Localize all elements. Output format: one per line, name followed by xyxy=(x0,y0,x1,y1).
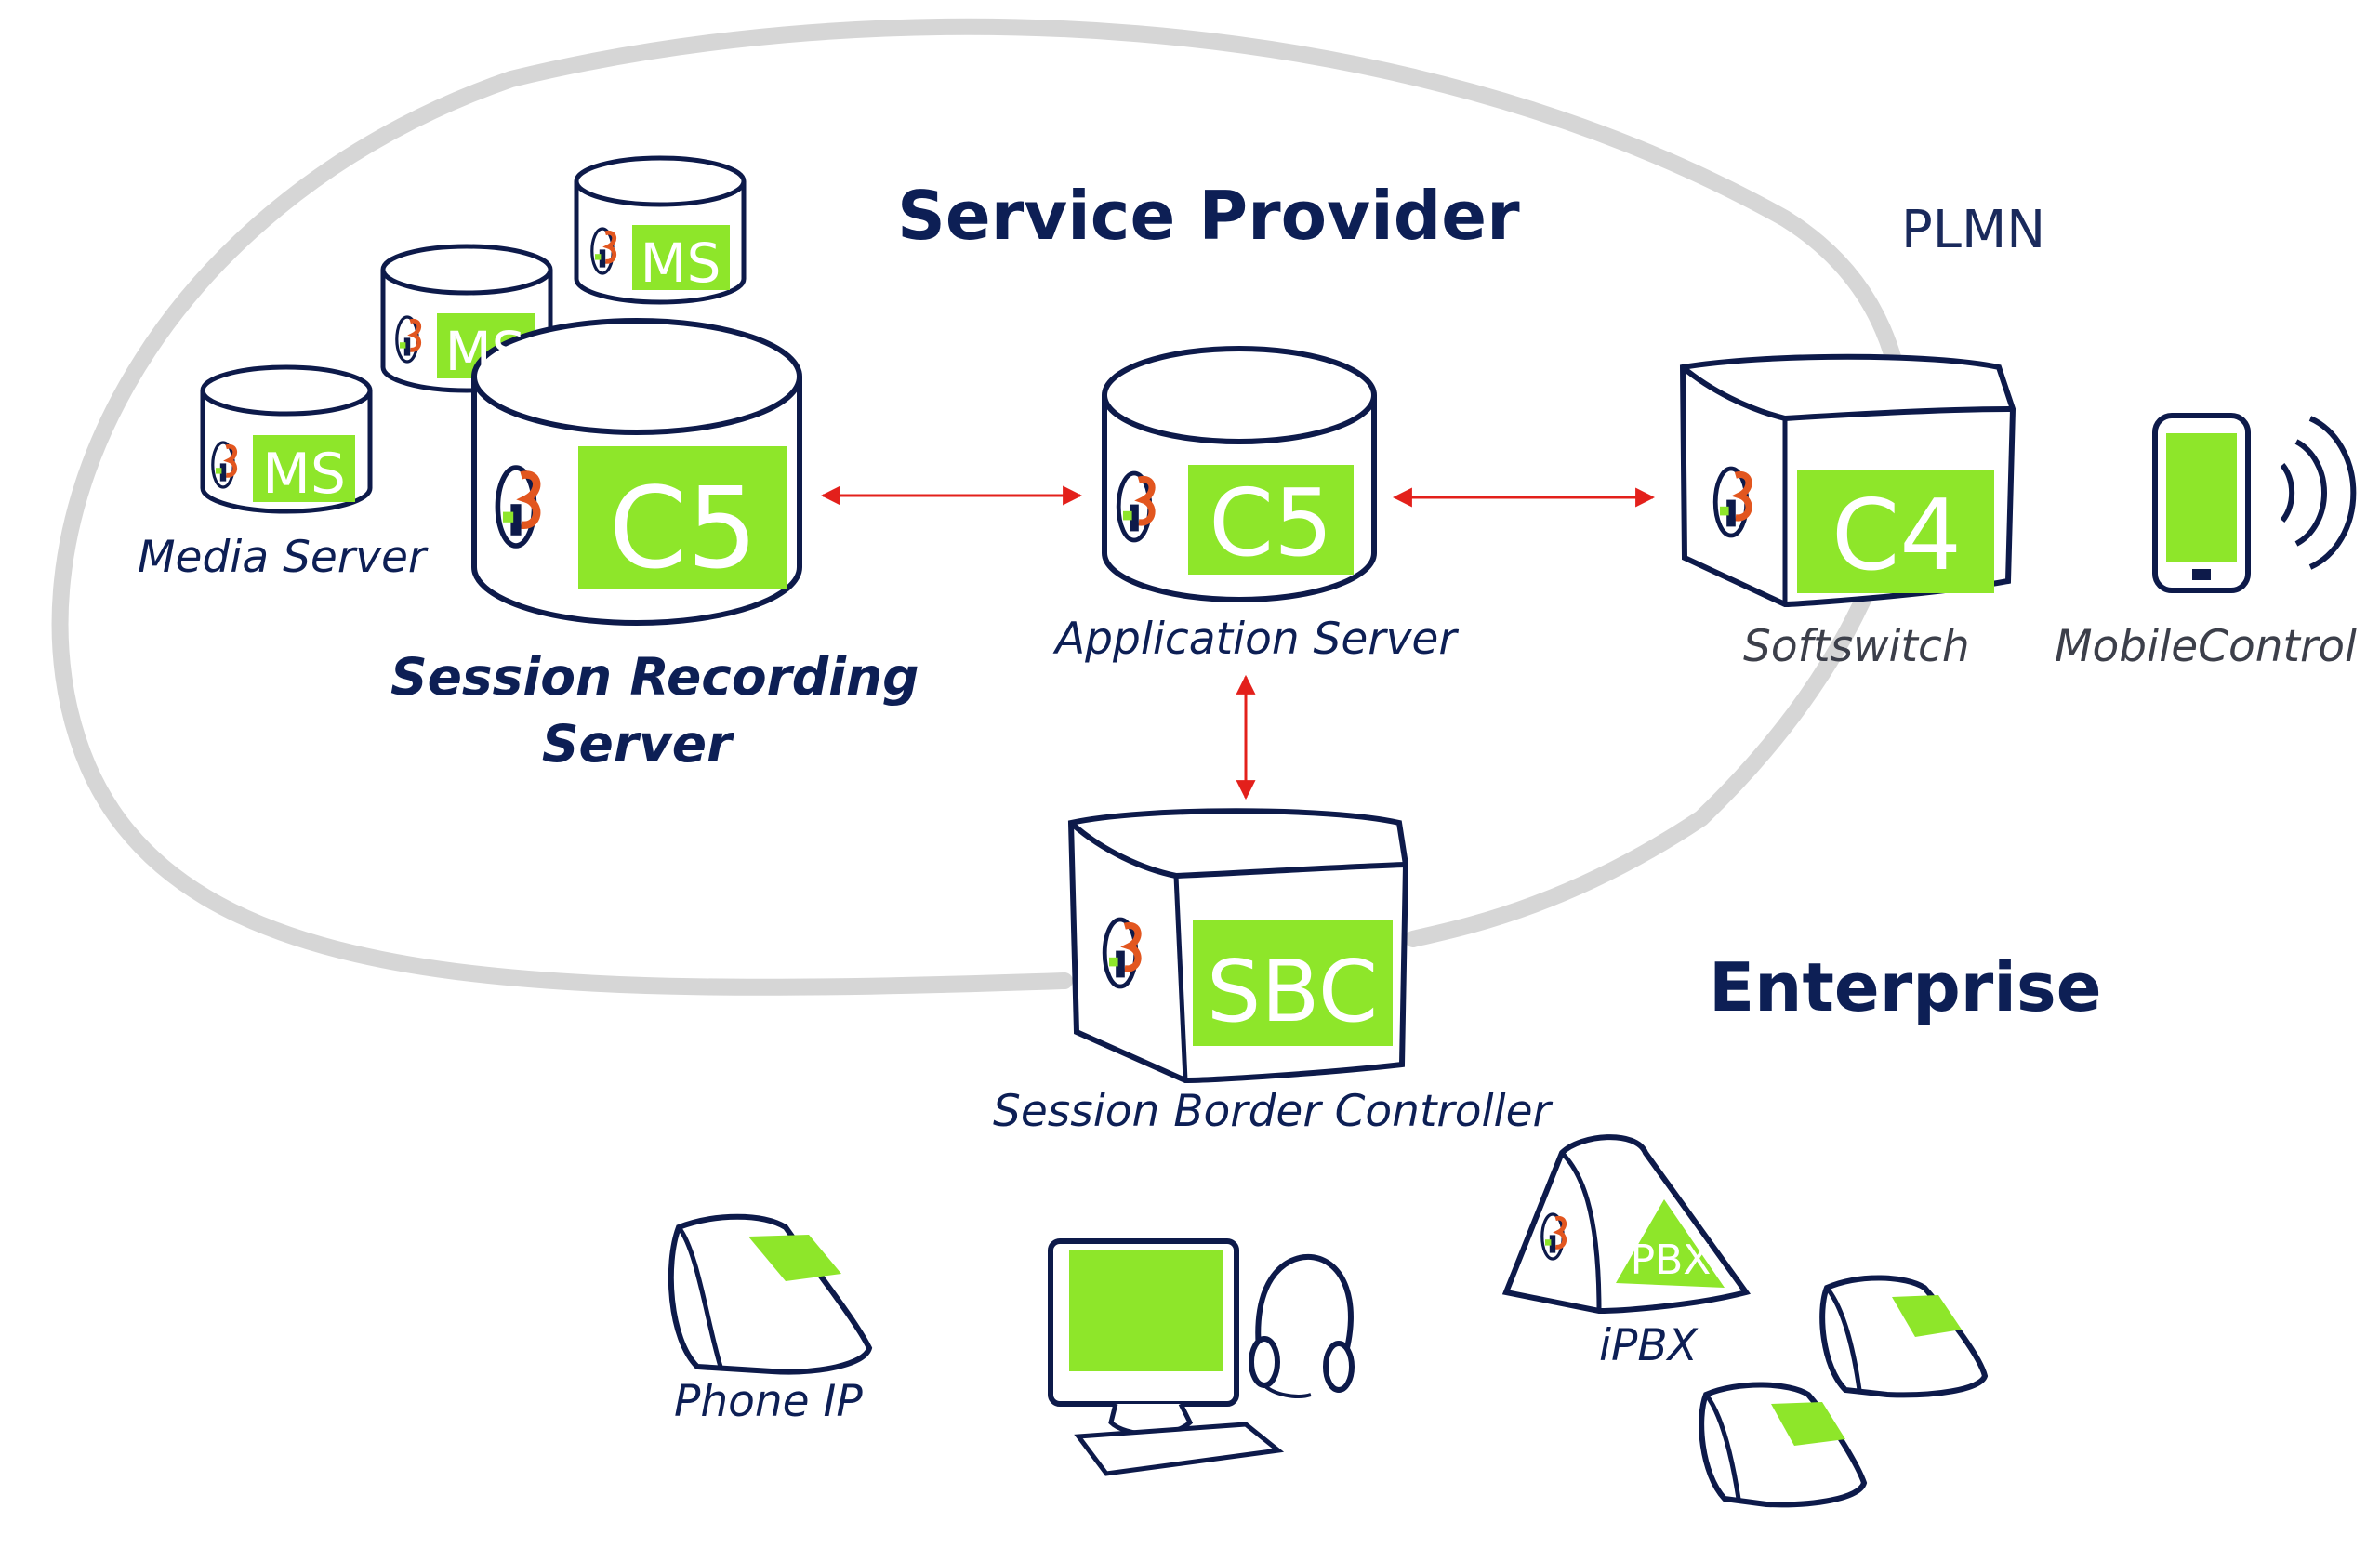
media-server-label: Media Server xyxy=(138,532,427,583)
softswitch-badge: C4 xyxy=(1831,479,1962,592)
application-server-label: Application Server xyxy=(1055,614,1457,665)
desk-phone-icon-2 xyxy=(1699,1382,1868,1508)
service-provider-ring xyxy=(51,18,1912,996)
media-server-cylinder-3 xyxy=(574,155,747,305)
ms-badge-2: MS xyxy=(445,320,526,383)
sbc-box xyxy=(1067,808,1409,1084)
mobile-phone-icon xyxy=(2152,413,2357,593)
desk-phone-icon-1 xyxy=(1819,1275,1989,1398)
session-recording-server-label-line1: Session Recording xyxy=(390,647,919,707)
phone-ip-icon xyxy=(668,1213,873,1375)
media-server-cylinder-1 xyxy=(200,364,373,514)
application-server-badge: C5 xyxy=(1209,469,1332,577)
plmn-label: PLMN xyxy=(1901,200,2046,260)
softswitch-box xyxy=(1679,353,2016,608)
session-recording-server-cylinder xyxy=(471,318,802,626)
pbx-badge: PBX xyxy=(1631,1237,1712,1284)
enterprise-label: Enterprise xyxy=(1709,948,2102,1026)
application-server-cylinder xyxy=(1102,346,1377,602)
phone-ip-label: Phone IP xyxy=(674,1376,863,1427)
softswitch-label: Softswitch xyxy=(1743,621,1970,672)
session-recording-server-label: Session Recording Server xyxy=(390,643,919,777)
sbc-badge: SBC xyxy=(1207,942,1378,1041)
sbc-label: Session Border Controller xyxy=(993,1086,1551,1137)
ipbx-label: iPBX xyxy=(1599,1320,1698,1371)
ms-badge-3: MS xyxy=(641,232,721,295)
ipbx-device xyxy=(1501,1134,1751,1315)
computer-headset-icon xyxy=(1048,1238,1355,1476)
mobilecontrol-label: MobileControl xyxy=(2055,621,2358,672)
ms-badge-1: MS xyxy=(262,442,346,507)
session-recording-server-label-line2: Server xyxy=(541,714,733,774)
service-provider-label: Service Provider xyxy=(897,177,1520,255)
recording-server-badge: C5 xyxy=(609,465,758,594)
